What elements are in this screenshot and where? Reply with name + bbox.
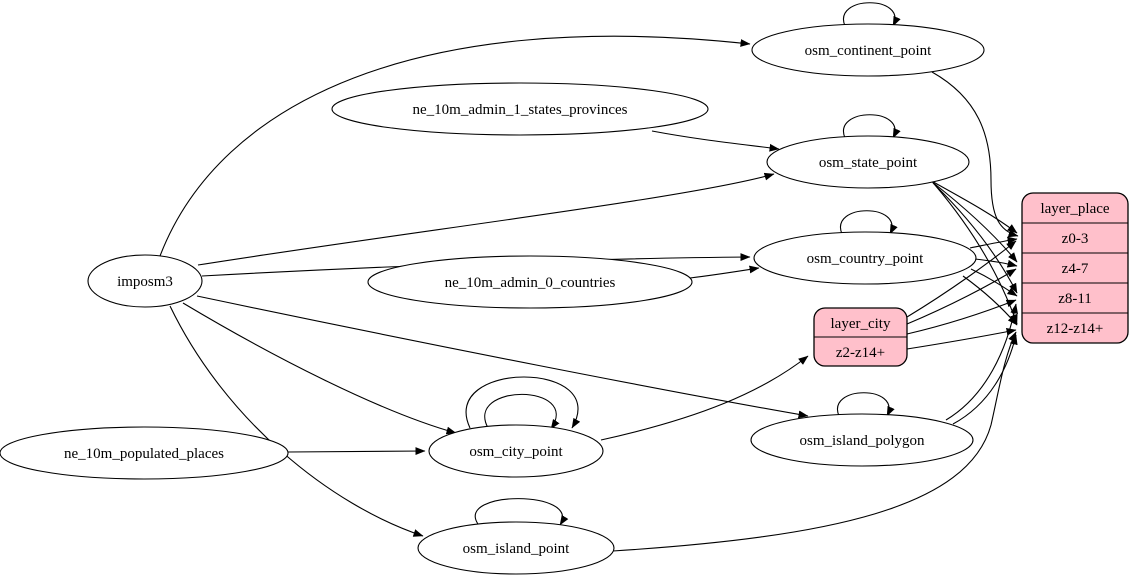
osm_island_polygon-label: osm_island_polygon xyxy=(799,433,925,449)
layer_place-box xyxy=(1021,192,1129,344)
node-osm_island_polygon: osm_island_polygon xyxy=(750,413,974,467)
node-osm_island_point: osm_island_point xyxy=(417,521,615,575)
edge-imposm3-osm_island_polygon xyxy=(196,295,809,419)
edge-osm_country_point-layer_place-z12-z14 xyxy=(962,275,1018,326)
edge-osm_state_point-layer_place-z4-7 xyxy=(930,180,1018,263)
imposm3-ellipse xyxy=(87,254,203,308)
layer_place-row-z8-11: z8-11 xyxy=(1058,291,1092,307)
ne_10m_populated_places-ellipse xyxy=(0,426,289,480)
osm_continent_point-ellipse xyxy=(751,23,985,77)
edge-selfloop-osm_continent_point xyxy=(842,2,901,27)
ne_10m_admin_1_states_provinces-ellipse xyxy=(331,82,709,136)
node-ne_10m_admin_0_countries: ne_10m_admin_0_countries xyxy=(367,255,693,309)
osm_island_point-label: osm_island_point xyxy=(463,541,571,557)
node-imposm3: imposm3 xyxy=(87,254,203,308)
edge-ne_10m_admin_0_countries-osm_country_point xyxy=(689,265,760,279)
layer_city-title: layer_city xyxy=(831,316,891,332)
edge-osm_country_point-layer_place-z4-7 xyxy=(974,258,1018,268)
ne_10m_admin_0_countries-label: ne_10m_admin_0_countries xyxy=(445,275,616,291)
osm_state_point-ellipse xyxy=(766,135,970,189)
edge-layer_city-layer_place-z0-3 xyxy=(906,240,1017,318)
edge-osm_continent_point-layer_place-z0-3 xyxy=(931,71,1019,238)
ne_10m_admin_1_states_provinces-label: ne_10m_admin_1_states_provinces xyxy=(413,102,628,118)
edge-osm_island_polygon-layer_place-z8-11 xyxy=(945,303,1019,421)
edge-layer_city-layer_place-z4-7 xyxy=(906,268,1017,325)
layer_place-row-z12-z14: z12-z14+ xyxy=(1047,321,1104,337)
osm_island_point-ellipse xyxy=(417,521,615,575)
osm_country_point-ellipse xyxy=(753,231,977,285)
edge-osm_city_point-layer_city-z2-z14 xyxy=(600,355,809,441)
layer_city-row-z2-z14: z2-z14+ xyxy=(836,345,885,361)
osm_city_point-ellipse xyxy=(428,424,604,478)
node-osm_state_point: osm_state_point xyxy=(766,135,970,189)
ne_10m_populated_places-label: ne_10m_populated_places xyxy=(64,446,224,462)
edge-selfloop-osm_state_point xyxy=(842,114,901,139)
ne_10m_admin_0_countries-ellipse xyxy=(367,255,693,309)
edge-selfloop-osm_island_polygon xyxy=(836,392,895,417)
edge-osm_country_point-layer_place-z0-3 xyxy=(969,236,1018,249)
edge-imposm3-osm_state_point xyxy=(197,172,775,266)
osm_state_point-label: osm_state_point xyxy=(819,155,918,171)
osm_island_polygon-ellipse xyxy=(750,413,974,467)
layer_place-title: layer_place xyxy=(1040,201,1109,217)
node-osm_city_point: osm_city_point xyxy=(428,424,604,478)
node-osm_continent_point: osm_continent_point xyxy=(751,23,985,77)
osm_city_point-label: osm_city_point xyxy=(469,444,563,460)
edge-selfloop-osm_island_point xyxy=(474,498,569,526)
node-ne_10m_admin_1_states_provinces: ne_10m_admin_1_states_provinces xyxy=(331,82,709,136)
node-layer_city: layer_city z2-z14+ xyxy=(813,307,908,367)
imposm3-label: imposm3 xyxy=(117,274,173,290)
edge-imposm3-osm_city_point xyxy=(182,302,457,435)
edge-layer_city-layer_place-z8-11 xyxy=(906,299,1017,335)
edge-imposm3-osm_island_point xyxy=(169,305,424,537)
edge-ne_10m_admin_1_states_provinces-osm_state_point xyxy=(651,130,780,152)
layer_place-row-z0-3: z0-3 xyxy=(1062,231,1089,247)
edge-osm_state_point-layer_place-z8-11 xyxy=(932,182,1018,294)
node-ne_10m_populated_places: ne_10m_populated_places xyxy=(0,426,289,480)
node-layer_place: layer_place z0-3 z4-7 z8-11 z12-z14+ xyxy=(1021,192,1129,344)
edge-selfloop-osm_city_point-inner xyxy=(484,393,560,430)
edge-imposm3-osm_continent_point xyxy=(159,35,751,257)
osm_country_point-label: osm_country_point xyxy=(807,251,924,267)
edge-osm_island_point-layer_place-z12-z14 xyxy=(612,331,1017,552)
node-osm_country_point: osm_country_point xyxy=(753,231,977,285)
edge-ne_10m_populated_places-osm_city_point xyxy=(287,447,426,455)
osm_continent_point-label: osm_continent_point xyxy=(805,43,932,59)
edge-osm_state_point-layer_place-z0-3 xyxy=(927,178,1018,234)
edge-selfloop-osm_country_point xyxy=(839,210,898,235)
edge-osm_island_polygon-layer_place-z12-z14 xyxy=(952,334,1018,425)
edge-layer_city-layer_place-z12-z14 xyxy=(906,327,1017,350)
layer_place-row-z4-7: z4-7 xyxy=(1062,261,1089,277)
edge-selfloop-osm_city_point-outer xyxy=(465,376,581,429)
